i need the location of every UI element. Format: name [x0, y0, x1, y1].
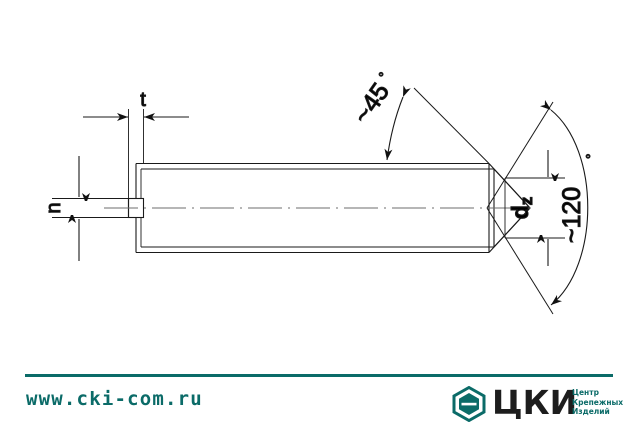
- hexagon-logo-icon: [452, 386, 486, 422]
- dimension-label-t: t: [140, 89, 146, 111]
- logo-wordmark: ЦКИ: [492, 383, 578, 422]
- degree-symbol-120: °: [585, 151, 591, 167]
- company-logo[interactable]: ЦКИ Центр Крепежных Изделий: [452, 383, 638, 424]
- slot-witness-lines: [52, 198, 129, 218]
- dimension-label-120: ~120: [558, 187, 586, 243]
- logo-tagline-line-1: Центр: [572, 388, 599, 397]
- dimension-t: [83, 109, 189, 200]
- website-url[interactable]: www.cki-com.ru: [26, 388, 203, 410]
- logo-tagline-line-2: Крепежных: [572, 397, 624, 407]
- technical-drawing: t n ~45 °: [42, 68, 591, 315]
- degree-symbol-45: °: [378, 69, 384, 85]
- logo-tagline: Центр Крепежных Изделий: [572, 388, 623, 417]
- dimension-point-angle-120: [486, 99, 589, 315]
- page-footer: www.cki-com.ru ЦКИ Центр Крепежных Издел…: [0, 360, 639, 425]
- dimension-label-45: ~45: [348, 78, 395, 129]
- svg-text:dz: dz: [507, 197, 536, 220]
- footer-divider-rule: [25, 374, 613, 377]
- dz-subscript: z: [517, 197, 536, 206]
- dz-main: d: [507, 205, 533, 219]
- dimension-chamfer-45: [384, 85, 490, 164]
- dimension-label-dz: dz: [506, 196, 536, 220]
- dimension-label-n: n: [43, 202, 65, 213]
- logo-tagline-line-3: Изделий: [572, 407, 610, 416]
